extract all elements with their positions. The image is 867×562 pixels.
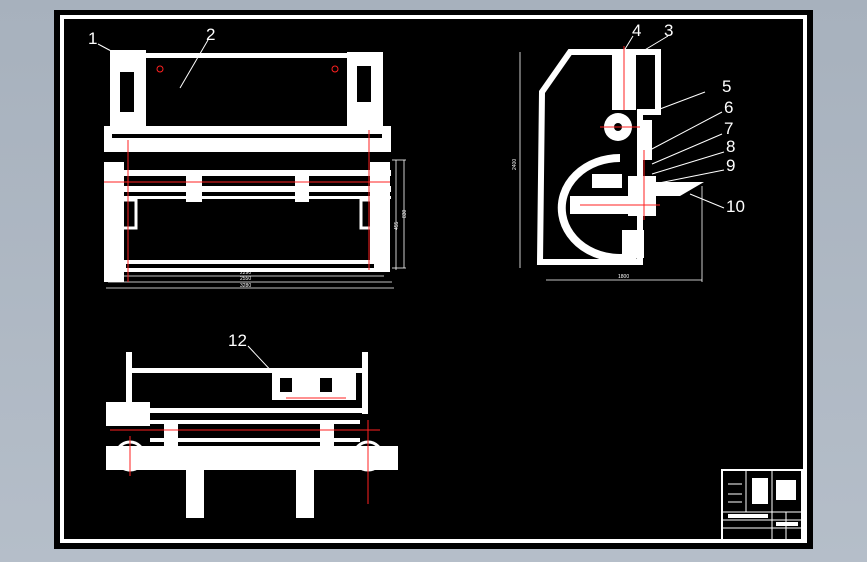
dim-830: 830 [402, 209, 408, 218]
dim-455: 455 [394, 221, 400, 230]
callout-1: 1 [88, 29, 97, 48]
dim-2290: 2290 [240, 270, 251, 276]
callout-5: 5 [722, 77, 731, 96]
dim-1800: 1800 [618, 274, 629, 280]
top-centerlines [110, 397, 380, 504]
drawing-border [60, 15, 807, 543]
callout-8: 8 [726, 137, 735, 156]
dim-2400: 2400 [512, 159, 518, 170]
callout-2: 2 [206, 25, 215, 44]
side-view [519, 35, 725, 282]
callout-7: 7 [724, 119, 733, 138]
dim-2550: 2550 [240, 276, 251, 282]
callout-10: 10 [726, 197, 745, 216]
side-centerlines [580, 46, 660, 220]
callout-12: 12 [228, 331, 247, 350]
callout-4: 4 [632, 21, 641, 40]
callout-6: 6 [724, 98, 733, 117]
title-block [721, 469, 803, 541]
top-view [106, 345, 398, 518]
front-centerlines [104, 65, 390, 282]
dim-3280: 3280 [240, 283, 251, 289]
callout-3: 3 [664, 21, 673, 40]
callout-9: 9 [726, 156, 735, 175]
front-view [97, 39, 406, 289]
